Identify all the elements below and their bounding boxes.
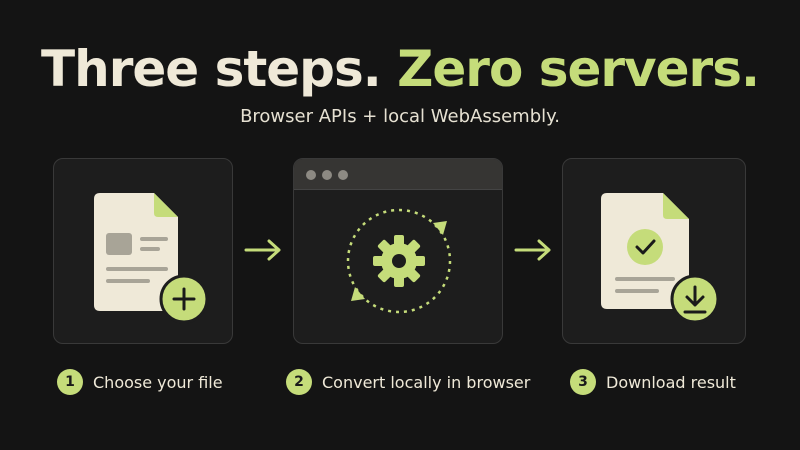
step-label: Download result (606, 372, 736, 392)
arrow-right-icon (244, 239, 281, 261)
step-1-card (53, 158, 233, 344)
step-label: Choose your file (93, 372, 223, 392)
step-number-badge: 3 (570, 369, 596, 395)
window-dot-icon (306, 170, 316, 180)
gear-icon (346, 208, 452, 314)
headline-part2: Zero servers. (397, 40, 760, 98)
step-3: 3 Download result (570, 368, 736, 396)
window-dot-icon (338, 170, 348, 180)
file-download-icon (601, 193, 720, 324)
file-plus-icon (94, 193, 209, 324)
step-number-badge: 1 (57, 369, 83, 395)
step-2-card (293, 158, 503, 344)
step-number-badge: 2 (286, 369, 312, 395)
browser-titlebar (294, 159, 502, 190)
headline: Three steps. Zero servers. (0, 40, 800, 98)
step-label: Convert locally in browser (322, 372, 531, 392)
headline-part1: Three steps. (41, 40, 382, 98)
step-3-card (562, 158, 746, 344)
subtitle: Browser APIs + local WebAssembly. (240, 106, 560, 127)
step-1: 1 Choose your file (57, 368, 223, 396)
window-dot-icon (322, 170, 332, 180)
arrow-right-icon (514, 239, 551, 261)
step-2: 2 Convert locally in browser (286, 368, 530, 396)
